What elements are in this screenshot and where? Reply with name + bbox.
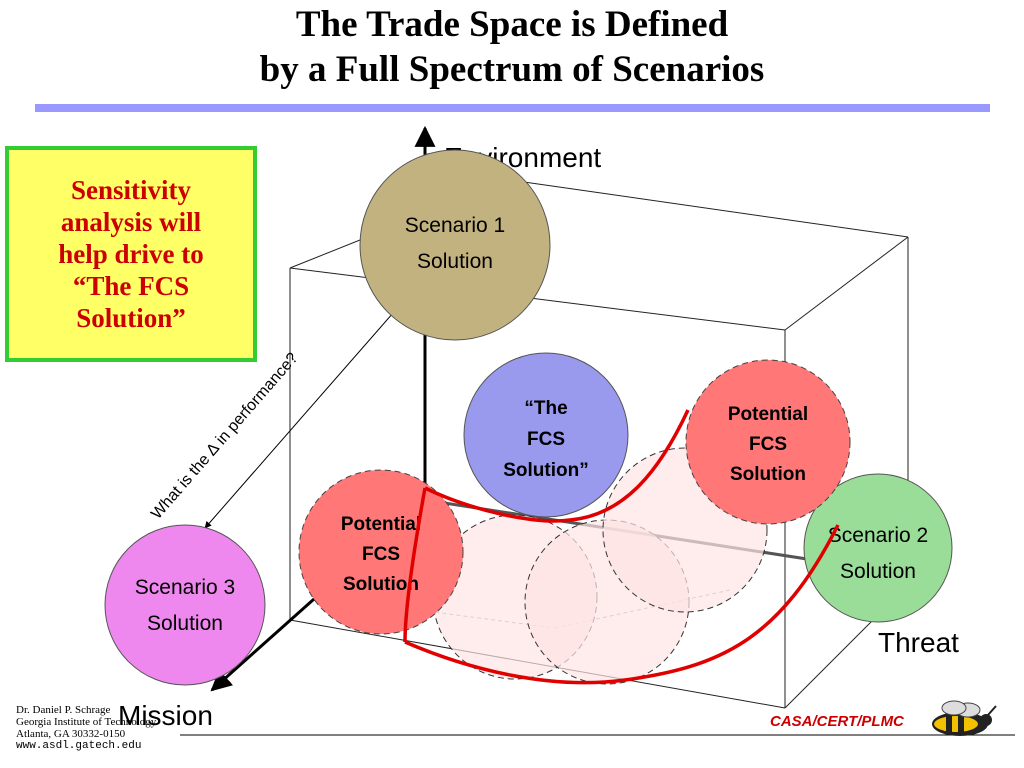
scenario-3-label-line-2: Solution <box>147 612 223 635</box>
fcs-solution-circle <box>463 352 629 518</box>
page-title-line-1: The Trade Space is Defined <box>295 4 729 45</box>
brand-label: CASA/CERT/PLMC <box>770 713 904 730</box>
potential-fcs-left-line-3: Solution <box>343 574 419 595</box>
threat-axis-label: Threat <box>878 627 959 658</box>
mission-axis-label: Mission <box>118 700 213 731</box>
scenario-2-circle <box>803 473 953 623</box>
scenario-1-circle <box>359 149 551 341</box>
delta-performance-label: What is the ∆ in performance? <box>148 350 302 523</box>
left-red-connector <box>403 487 427 643</box>
footer-website: www.asdl.gatech.edu <box>16 740 142 752</box>
potential-fcs-right-line-2: FCS <box>749 434 787 455</box>
sensitivity-callout-text: Sensitivity analysis will help drive to … <box>58 175 204 333</box>
scenario-1-label-line-1: Scenario 1 <box>405 214 505 237</box>
upper-red-curve <box>424 409 690 523</box>
fcs-solution-line-2: FCS <box>527 429 565 450</box>
lower-red-curve <box>404 524 840 685</box>
potential-fcs-circle-right <box>685 359 851 525</box>
author-footer: Dr. Daniel P. Schrage Georgia Institute … <box>16 704 156 752</box>
bee-logo-icon <box>932 700 997 736</box>
footer-institution: Georgia Institute of Technology <box>16 716 157 728</box>
footer-address: Atlanta, GA 30332-0150 <box>16 728 126 740</box>
sensitivity-callout: Sensitivity analysis will help drive to … <box>5 146 257 362</box>
potential-fcs-right-line-1: Potential <box>728 404 808 425</box>
fcs-solution-line-3: Solution” <box>503 460 588 481</box>
footer-author: Dr. Daniel P. Schrage <box>16 704 111 716</box>
scenario-2-label-line-1: Scenario 2 <box>828 524 928 547</box>
potential-fcs-right-line-3: Solution <box>730 464 806 485</box>
page-title-line-2: by a Full Spectrum of Scenarios <box>259 49 765 90</box>
fcs-solution-line-1: “The <box>524 398 567 419</box>
scenario-1-label-line-2: Solution <box>417 250 493 273</box>
scenario-3-circle <box>104 524 266 686</box>
potential-fcs-left-line-2: FCS <box>362 544 400 565</box>
potential-fcs-left-line-1: Potential <box>341 514 421 535</box>
delta-performance-arrow <box>204 304 401 529</box>
scenario-2-label-line-2: Solution <box>840 560 916 583</box>
title-divider <box>35 104 990 112</box>
scenario-3-label-line-1: Scenario 3 <box>135 576 235 599</box>
